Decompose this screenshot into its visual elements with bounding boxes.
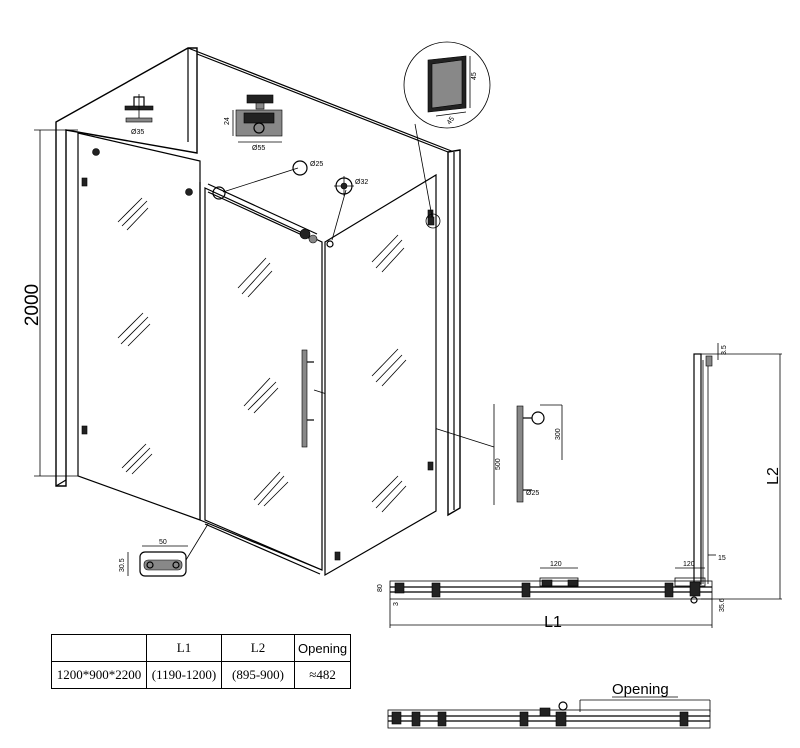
wall-bracket-icon	[92, 148, 100, 156]
side-dim-a: 3.5	[721, 345, 728, 355]
spec-cell-l1: (1190-1200)	[146, 661, 222, 689]
spec-header-l2: L2	[221, 634, 295, 662]
top-sliding-bar	[207, 167, 347, 248]
bracket-detail: Ø35	[124, 94, 154, 136]
side-dim-b: 15	[718, 555, 726, 562]
glass-corner-detail: 45 45	[403, 41, 491, 229]
glass-reflection-marks	[117, 197, 153, 475]
clip-icon	[334, 551, 341, 561]
l2-label: L2	[765, 467, 782, 485]
side-glass-panel	[324, 173, 437, 577]
roller-detail: 24 Ø55	[224, 94, 283, 152]
plan-dim-d: 3	[393, 602, 400, 606]
stopper-callout: Ø32	[334, 176, 368, 196]
spec-header-empty	[51, 634, 147, 662]
height-label: 2000	[22, 284, 43, 326]
plan-dim-a: 120	[550, 561, 562, 568]
spec-cell-opening: ≈482	[293, 661, 352, 689]
plan-dim-e: 35.6	[719, 598, 726, 612]
roller-height: 24	[224, 117, 231, 125]
opening-view: Opening	[387, 681, 711, 729]
l1-label: L1	[544, 614, 562, 631]
opening-label: Opening	[612, 681, 669, 698]
bar-callout: Ø25	[292, 160, 323, 176]
plan-dim-b: 120	[683, 561, 695, 568]
stopper-diameter: Ø32	[355, 179, 368, 186]
glass-dim-a: 45	[471, 72, 478, 80]
spec-table: L1 L2 Opening 1200*900*2200 (1190-1200) …	[51, 634, 352, 689]
spec-table-row: 1200*900*2200 (1190-1200) (895-900) ≈482	[51, 661, 352, 689]
bar-diameter: Ø25	[310, 161, 323, 168]
spec-cell-l2: (895-900)	[221, 661, 295, 689]
handle-detail: 500 300 Ø25	[493, 404, 563, 505]
handle-span: 300	[555, 428, 562, 440]
height-dimension: 2000	[22, 129, 78, 477]
wall-bracket-icon	[185, 188, 193, 196]
clip-icon	[81, 425, 88, 435]
guide-width: 50	[159, 539, 167, 546]
handle-length: 500	[495, 458, 502, 470]
spec-cell-size: 1200*900*2200	[51, 661, 147, 689]
guide-detail: 50 30.5	[119, 539, 188, 577]
roller-diameter: Ø55	[252, 145, 265, 152]
clip-icon	[81, 177, 88, 187]
handle-diameter: Ø25	[526, 490, 539, 497]
spec-table-header: L1 L2 Opening	[51, 634, 352, 662]
plan-dim-c: 80	[377, 584, 384, 592]
clip-icon	[427, 461, 434, 471]
back-wall-top	[187, 47, 455, 153]
bracket-diameter: Ø35	[131, 129, 144, 136]
glass-dim-b: 45	[446, 116, 456, 126]
plan-view: L2 3.5 15 120 120 80 3 35.6 L1	[377, 343, 782, 631]
spec-header-opening: Opening	[293, 634, 352, 662]
guide-height: 30.5	[119, 558, 126, 572]
enclosure-3d-view	[55, 47, 495, 577]
spec-header-l1: L1	[146, 634, 222, 662]
